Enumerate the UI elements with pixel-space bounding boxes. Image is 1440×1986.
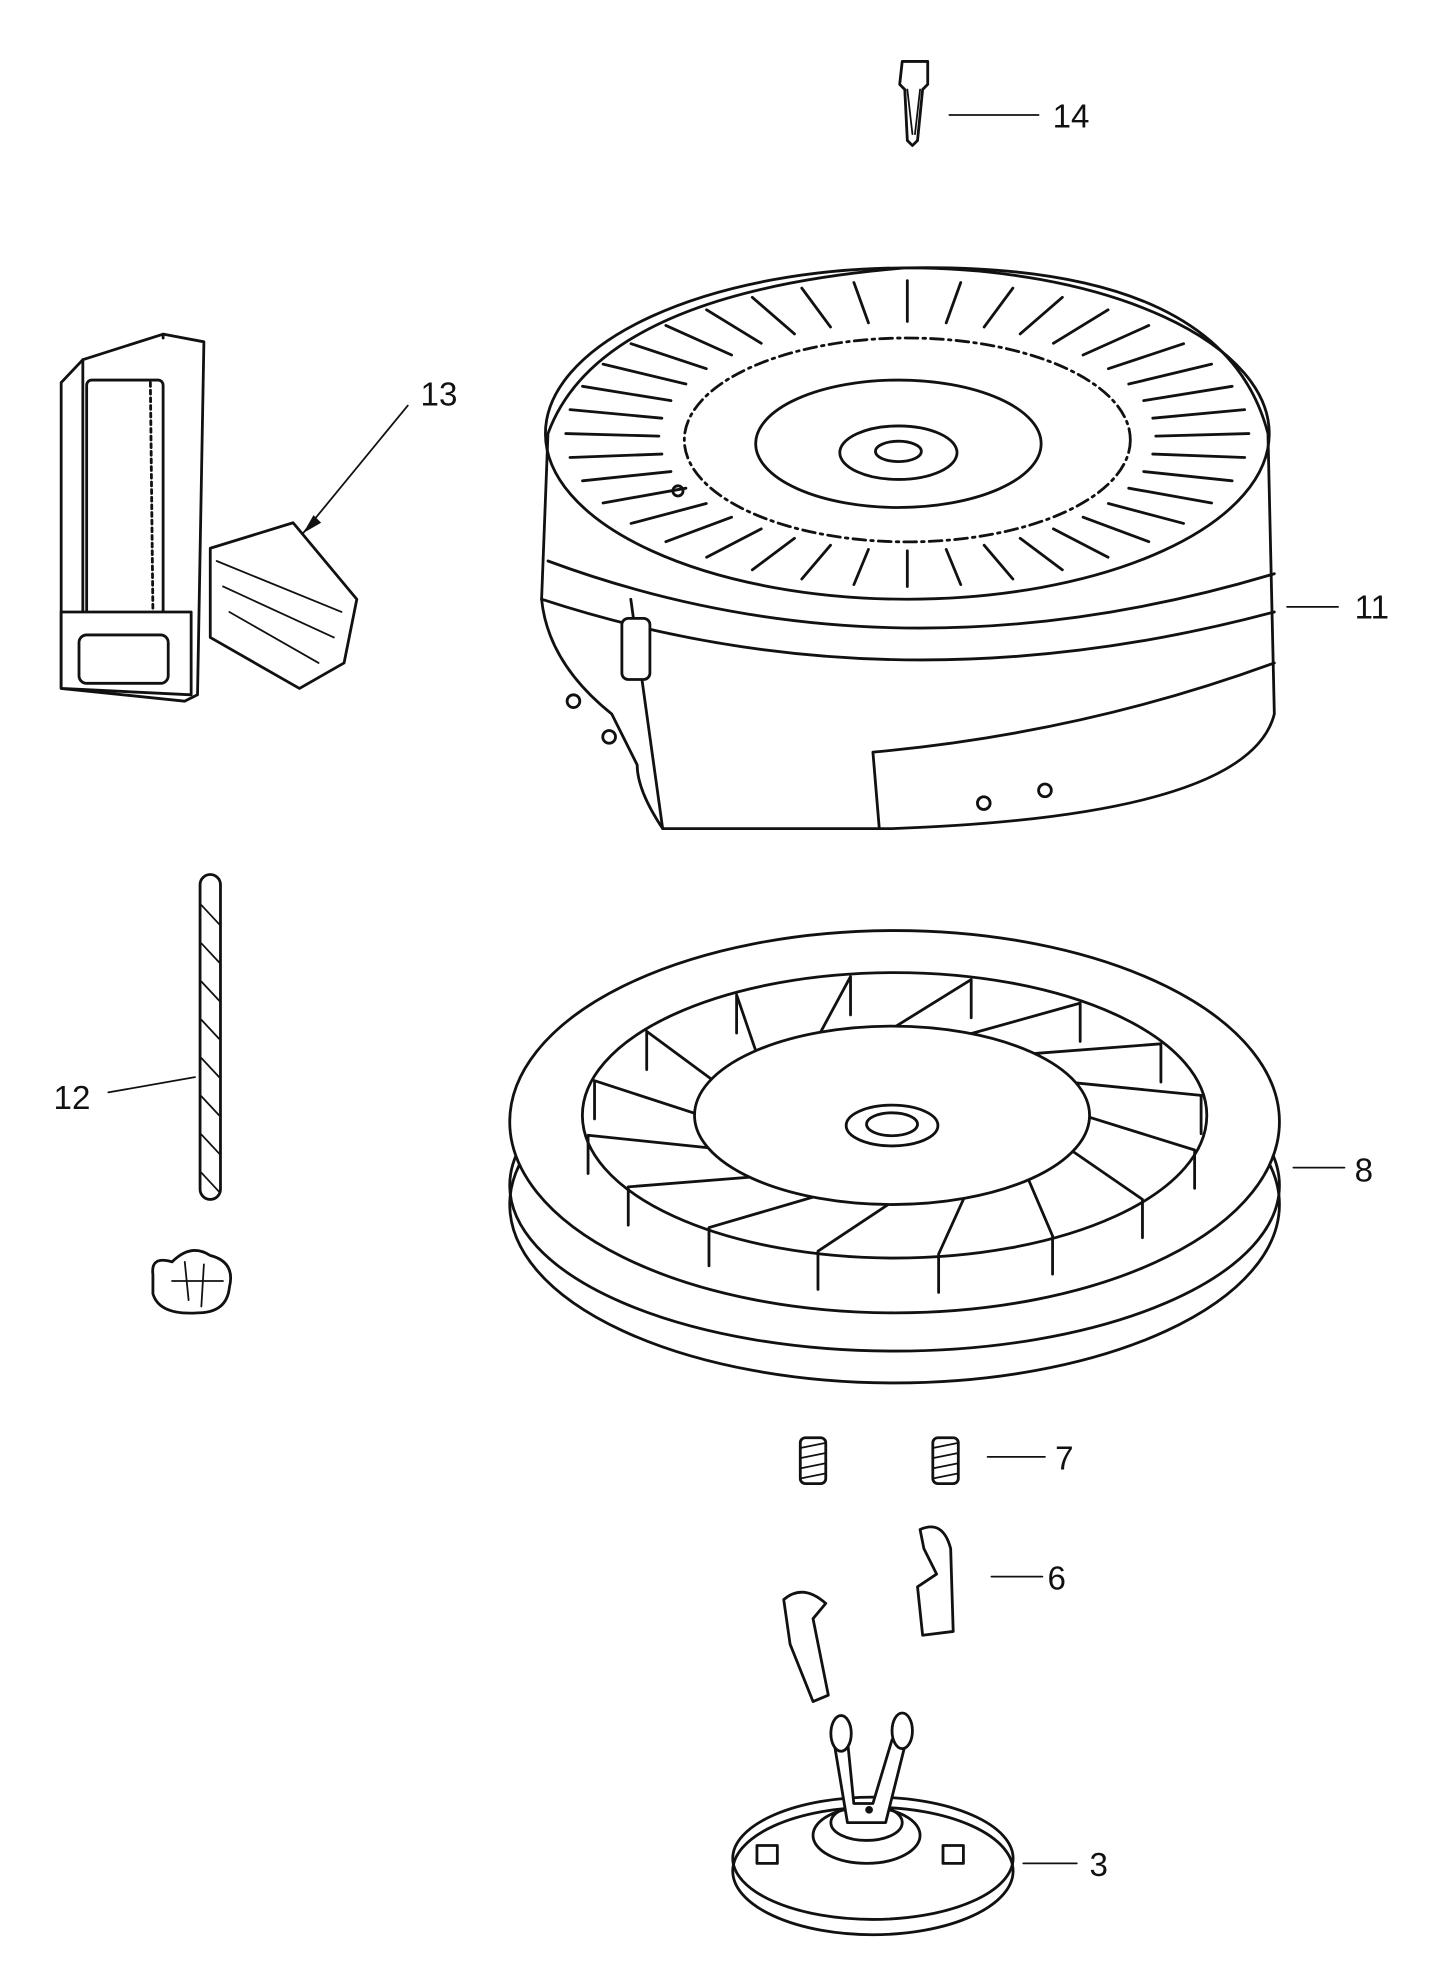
callout-7: 7 bbox=[1055, 1441, 1073, 1478]
vent-slot bbox=[1051, 527, 1110, 559]
vent-slot bbox=[1018, 536, 1064, 572]
pulley-vane bbox=[817, 975, 852, 1037]
part-3-retainer: 3 bbox=[731, 1711, 1108, 1937]
pulley-vane bbox=[890, 978, 973, 1031]
pulley-vane bbox=[963, 1001, 1082, 1043]
vent-slot bbox=[581, 384, 673, 403]
leader-line-13 bbox=[302, 404, 409, 534]
part-14-clip: 14 bbox=[898, 60, 1090, 147]
vent-slot bbox=[1051, 308, 1110, 345]
part-11-starter-housing: 11 bbox=[540, 266, 1389, 831]
vent-slot bbox=[944, 281, 963, 325]
callout-8: 8 bbox=[1355, 1153, 1373, 1190]
vent-slot bbox=[1154, 432, 1251, 438]
vent-slot bbox=[705, 527, 763, 559]
callout-6: 6 bbox=[1048, 1560, 1066, 1597]
vent-slot bbox=[1081, 324, 1151, 357]
pulley-vane bbox=[593, 1079, 703, 1121]
part-8-pulley: 8 bbox=[508, 929, 1373, 1385]
vent-slot bbox=[1127, 362, 1214, 386]
vent-slot bbox=[568, 408, 664, 420]
part-13-handle: 13 bbox=[59, 332, 458, 703]
vent-slot bbox=[664, 515, 734, 544]
vent-slot bbox=[1106, 342, 1186, 371]
pulley-vane bbox=[626, 1175, 759, 1227]
vent-slot bbox=[1018, 295, 1064, 336]
pulley-vane bbox=[937, 1193, 967, 1294]
vent-slot bbox=[601, 362, 688, 386]
vent-slot bbox=[1151, 452, 1247, 459]
vent-slot bbox=[1106, 502, 1186, 525]
vent-slot bbox=[581, 470, 673, 483]
vent-slot bbox=[568, 452, 664, 459]
pulley-vane bbox=[707, 1193, 821, 1268]
vent-slot bbox=[705, 308, 763, 345]
vent-slot bbox=[800, 286, 832, 329]
vent-slot bbox=[852, 547, 870, 587]
vent-slot bbox=[750, 295, 796, 336]
vent-slot bbox=[1142, 384, 1234, 403]
vent-slot bbox=[629, 342, 708, 371]
callout-3: 3 bbox=[1090, 1847, 1108, 1884]
callout-14: 14 bbox=[1053, 99, 1090, 136]
part-12-rope: 12 bbox=[54, 873, 232, 1315]
pulley-vanes bbox=[586, 975, 1203, 1294]
callout-12: 12 bbox=[54, 1080, 91, 1117]
vent-slot bbox=[944, 547, 963, 587]
vent-slot bbox=[664, 324, 734, 357]
pulley-vane bbox=[586, 1133, 717, 1175]
pulley-vane bbox=[1081, 1113, 1197, 1190]
pulley-vane bbox=[735, 993, 759, 1056]
vent-slot bbox=[800, 543, 832, 581]
vent-slot bbox=[564, 432, 661, 438]
vent-slot bbox=[1151, 408, 1247, 420]
pulley-vane bbox=[816, 1200, 894, 1291]
pulley-vane bbox=[645, 1029, 717, 1084]
callout-13: 13 bbox=[421, 377, 458, 414]
vent-slot bbox=[629, 502, 708, 525]
vent-slot bbox=[982, 543, 1015, 581]
part-7-springs: 7 bbox=[798, 1436, 1074, 1486]
vent-slot bbox=[750, 536, 796, 572]
vent-slot bbox=[852, 281, 870, 325]
pulley-vane bbox=[1067, 1147, 1144, 1239]
vent-slot bbox=[1127, 486, 1214, 505]
part-6-pawls: 6 bbox=[782, 1525, 1066, 1703]
vent-slot bbox=[1081, 515, 1151, 544]
vent-slot bbox=[1142, 470, 1234, 483]
pulley-vane bbox=[1025, 1042, 1163, 1084]
housing-vent-slots bbox=[564, 279, 1251, 588]
vent-slot bbox=[982, 286, 1015, 329]
pulley-vane bbox=[1025, 1175, 1054, 1276]
leader-line-12 bbox=[107, 1076, 196, 1094]
callout-11: 11 bbox=[1355, 589, 1389, 626]
pulley-vane bbox=[1067, 1080, 1203, 1136]
